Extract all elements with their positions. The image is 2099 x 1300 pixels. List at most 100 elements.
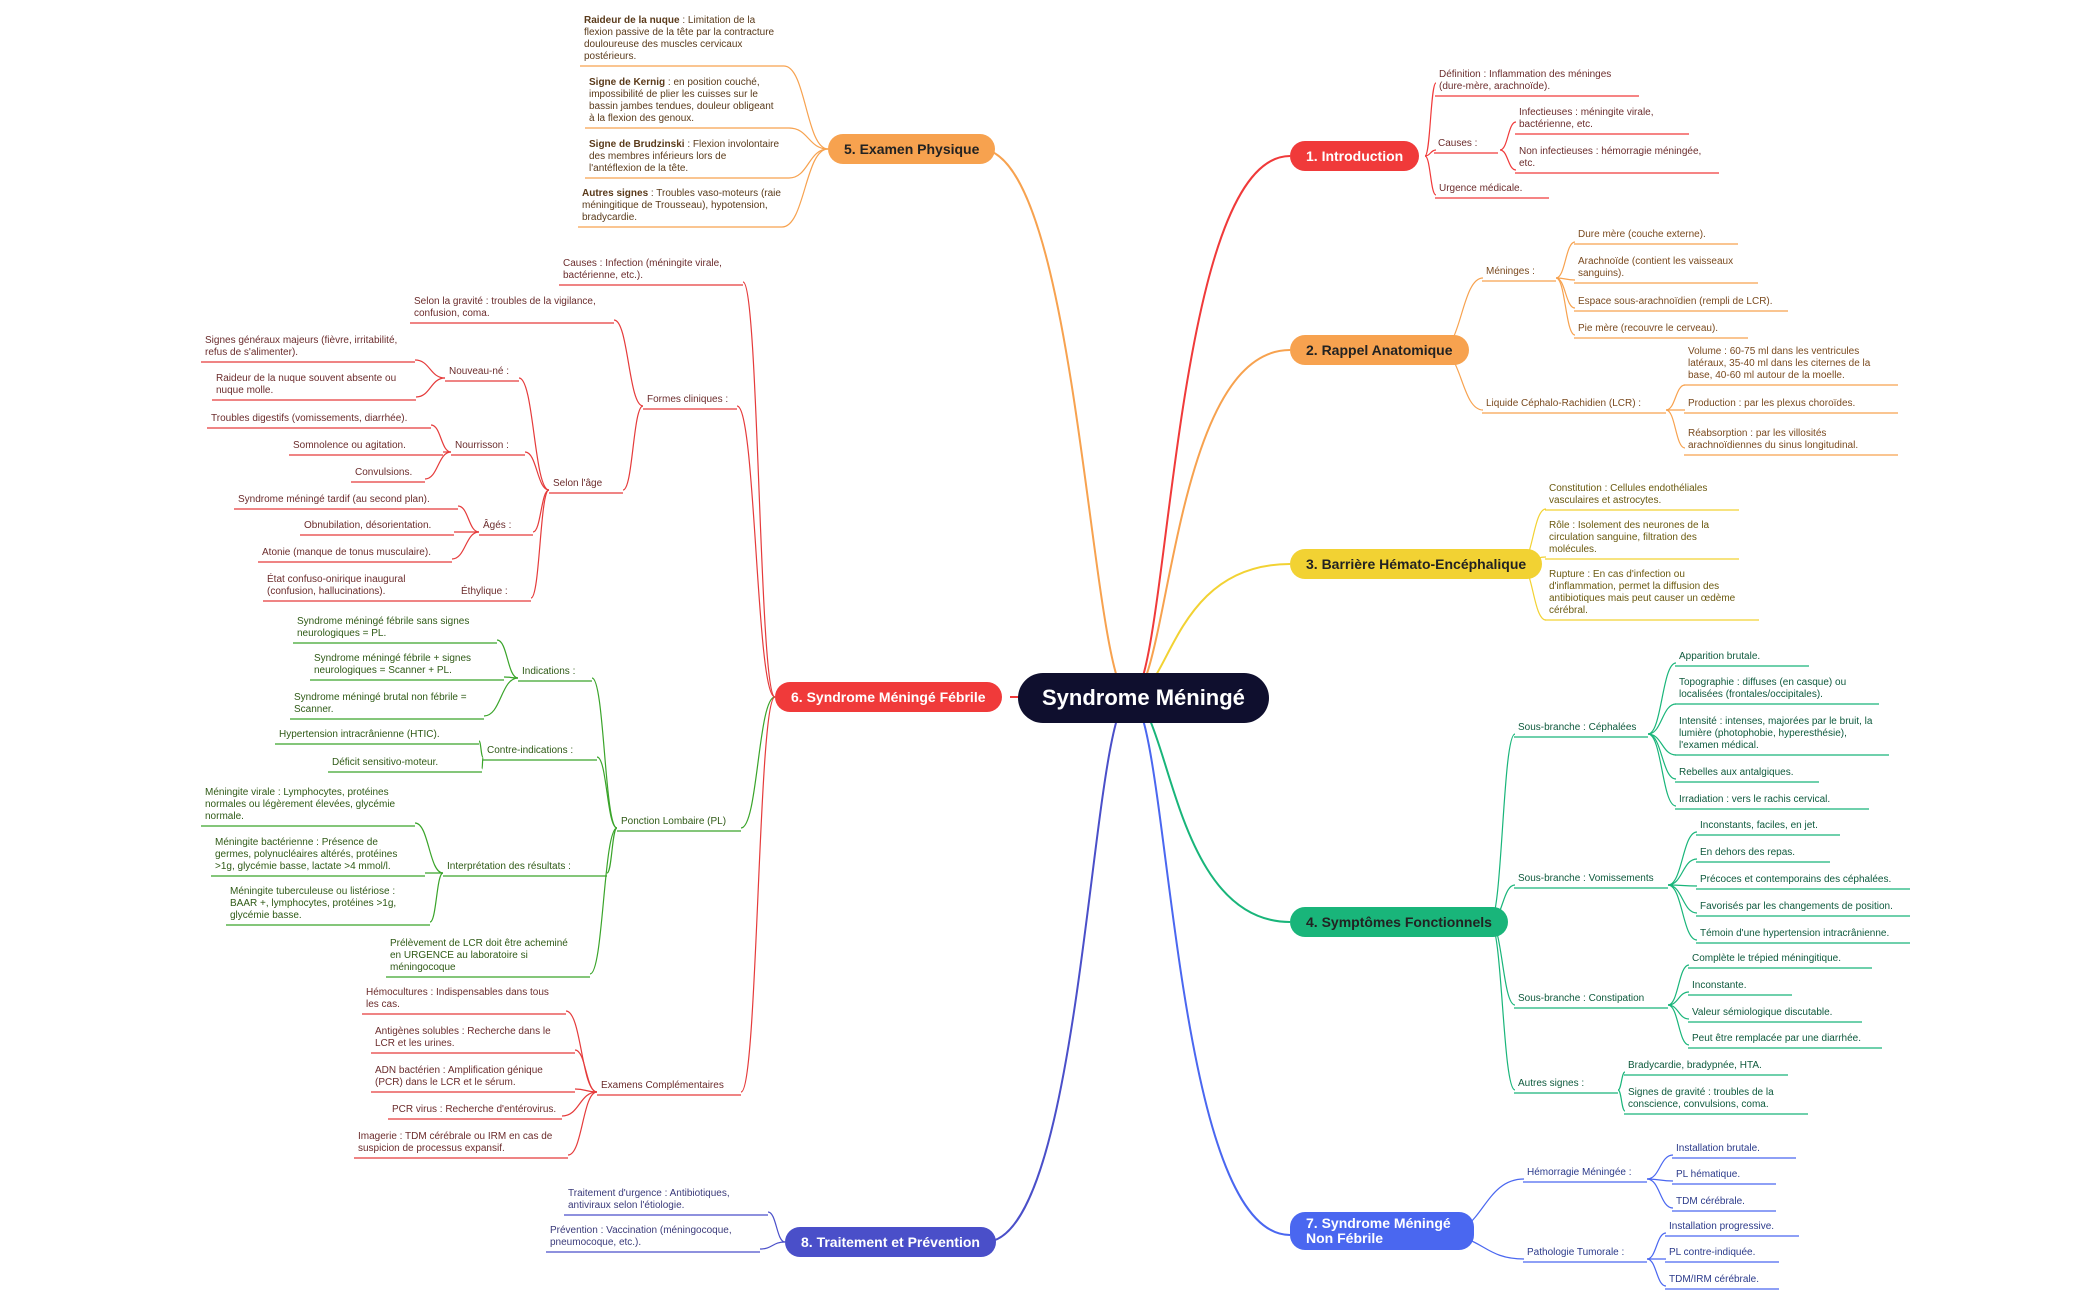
node-b6-e4[interactable]: PCR virus : Recherche d'entérovirus.	[392, 1104, 557, 1115]
node-b6-age[interactable]: Selon l'âge	[553, 478, 603, 489]
node-b6-ci1[interactable]: Hypertension intracrânienne (HTIC).	[279, 729, 440, 740]
node-b5-brud[interactable]: Signe de Brudzinski : Flexion involontai…	[589, 139, 789, 175]
node-b2-espace[interactable]: Espace sous-arachnoïdien (rempli de LCR)…	[1578, 296, 1773, 307]
node-b1-noninf[interactable]: Non infectieuses : hémorragie méningée, …	[1519, 146, 1702, 169]
branch-syndrome-meninge-febrile[interactable]: 6. Syndrome Méningé Fébrile	[775, 682, 1002, 712]
node-b6-ag2[interactable]: Obnubilation, désorientation.	[304, 520, 432, 531]
node-b6-exam[interactable]: Examens Complémentaires	[601, 1080, 724, 1091]
node-b7-h1[interactable]: Installation brutale.	[1676, 1143, 1760, 1154]
node-b6-i2[interactable]: Syndrome méningé fébrile + signes neurol…	[314, 653, 472, 676]
node-b3-rupt[interactable]: Rupture : En cas d'infection ou d'inflam…	[1549, 569, 1736, 616]
node-b6-i1[interactable]: Syndrome méningé fébrile sans signes neu…	[297, 616, 470, 639]
node-b6-nn[interactable]: Nouveau-né :	[449, 366, 510, 377]
branch-syndrome-meninge-non-febrile[interactable]: 7. Syndrome Méningé Non Fébrile	[1290, 1212, 1474, 1250]
node-b7-t2[interactable]: PL contre-indiquée.	[1669, 1247, 1756, 1258]
node-b6-e5[interactable]: Imagerie : TDM cérébrale ou IRM en cas d…	[358, 1131, 553, 1154]
node-b4-k4[interactable]: Peut être remplacée par une diarrhée.	[1692, 1033, 1861, 1044]
node-b2-arach[interactable]: Arachnoïde (contient les vaisseaux sangu…	[1578, 256, 1734, 279]
node-b4-v2[interactable]: En dehors des repas.	[1700, 847, 1796, 858]
node-b2-lcr[interactable]: Liquide Céphalo-Rachidien (LCR) :	[1486, 398, 1642, 409]
node-b6-eth[interactable]: Éthylique :	[461, 586, 508, 597]
node-b4-v5[interactable]: Témoin d'une hypertension intracrânienne…	[1700, 928, 1890, 939]
node-b4-c2[interactable]: Topographie : diffuses (en casque) ou lo…	[1679, 677, 1847, 700]
node-b5-autres[interactable]: Autres signes : Troubles vaso-moteurs (r…	[582, 188, 782, 224]
node-b6-e1[interactable]: Hémocultures : Indispensables dans tous …	[366, 987, 549, 1010]
node-b1-def[interactable]: Définition : Inflammation des méninges (…	[1439, 69, 1612, 92]
node-b4-a1[interactable]: Bradycardie, bradypnée, HTA.	[1628, 1060, 1762, 1071]
node-b2-vol[interactable]: Volume : 60-75 ml dans les ventricules l…	[1688, 346, 1871, 381]
branch-examen-physique[interactable]: 5. Examen Physique	[828, 134, 996, 164]
connector	[530, 489, 550, 599]
node-b6-grav[interactable]: Selon la gravité : troubles de la vigila…	[414, 296, 596, 319]
root-node[interactable]: Syndrome Méningé	[1018, 673, 1269, 723]
node-b6-ci[interactable]: Contre-indications :	[487, 745, 574, 756]
node-b1-causes[interactable]: Causes :	[1438, 138, 1478, 149]
node-b7-h3[interactable]: TDM cérébrale.	[1676, 1196, 1745, 1207]
node-b4-autres[interactable]: Autres signes :	[1518, 1078, 1585, 1089]
connector	[1555, 277, 1576, 336]
node-b2-prod[interactable]: Production : par les plexus choroïdes.	[1688, 398, 1856, 409]
node-b5-kern[interactable]: Signe de Kernig : en position couché, im…	[589, 77, 789, 125]
node-b5-raid[interactable]: Raideur de la nuque : Limitation de la f…	[584, 15, 784, 63]
node-b4-k3[interactable]: Valeur sémiologique discutable.	[1692, 1007, 1833, 1018]
node-b8-trait[interactable]: Traitement d'urgence : Antibiotiques, an…	[568, 1188, 730, 1211]
node-b4-c5[interactable]: Irradiation : vers le rachis cervical.	[1679, 794, 1831, 805]
node-b4-ceph[interactable]: Sous-branche : Céphalées	[1518, 722, 1637, 733]
node-b6-ci2[interactable]: Déficit sensitivo-moteur.	[332, 757, 439, 768]
node-b4-k1[interactable]: Complète le trépied méningitique.	[1692, 953, 1841, 964]
node-b6-ag1[interactable]: Syndrome méningé tardif (au second plan)…	[238, 494, 430, 505]
node-b3-role[interactable]: Rôle : Isolement des neurones de la circ…	[1549, 520, 1710, 555]
node-b4-c3[interactable]: Intensité : intenses, majorées par le br…	[1679, 716, 1873, 751]
node-b6-prel[interactable]: Prélèvement de LCR doit être acheminé en…	[390, 938, 568, 973]
node-b7-hem[interactable]: Hémorragie Méningée :	[1527, 1167, 1632, 1178]
node-b2-pie[interactable]: Pie mère (recouvre le cerveau).	[1578, 323, 1719, 334]
node-b4-const[interactable]: Sous-branche : Constipation	[1518, 993, 1645, 1004]
node-b6-nn1[interactable]: Signes généraux majeurs (fièvre, irritab…	[205, 335, 398, 358]
node-b6-causes[interactable]: Causes : Infection (méningite virale, ba…	[563, 258, 722, 281]
node-b6-e2[interactable]: Antigènes solubles : Recherche dans le L…	[375, 1026, 551, 1049]
node-b4-c4[interactable]: Rebelles aux antalgiques.	[1679, 767, 1794, 778]
node-b3-const[interactable]: Constitution : Cellules endothéliales va…	[1549, 483, 1708, 506]
branch-traitement-prevention[interactable]: 8. Traitement et Prévention	[785, 1227, 996, 1257]
node-b4-v4[interactable]: Favorisés par les changements de positio…	[1700, 901, 1893, 912]
node-b4-vom[interactable]: Sous-branche : Vomissements	[1518, 873, 1654, 884]
node-b6-r1[interactable]: Méningite virale : Lymphocytes, protéine…	[205, 787, 396, 822]
node-b7-h2[interactable]: PL hématique.	[1676, 1169, 1741, 1180]
node-b4-a2[interactable]: Signes de gravité : troubles de la consc…	[1628, 1087, 1774, 1110]
node-b1-inf[interactable]: Infectieuses : méningite virale, bactéri…	[1519, 107, 1654, 130]
node-b8-prev[interactable]: Prévention : Vaccination (méningocoque, …	[550, 1225, 732, 1248]
node-b7-t1[interactable]: Installation progressive.	[1669, 1221, 1775, 1232]
node-b6-r3[interactable]: Méningite tuberculeuse ou listériose : B…	[230, 886, 397, 921]
node-b7-t3[interactable]: TDM/IRM cérébrale.	[1669, 1274, 1760, 1285]
node-b6-nour[interactable]: Nourrisson :	[455, 440, 509, 451]
branch-symptomes-fonctionnels[interactable]: 4. Symptômes Fonctionnels	[1290, 907, 1508, 937]
node-b2-reab[interactable]: Réabsorption : par les villosités arachn…	[1688, 428, 1859, 451]
node-b6-interp[interactable]: Interprétation des résultats :	[447, 861, 571, 872]
node-b6-nr2[interactable]: Somnolence ou agitation.	[293, 440, 406, 451]
node-b6-formes[interactable]: Formes cliniques :	[647, 394, 729, 405]
node-b6-r2[interactable]: Méningite bactérienne : Présence de germ…	[215, 837, 398, 872]
node-b2-dure[interactable]: Dure mère (couche externe).	[1578, 229, 1706, 240]
node-b6-i3[interactable]: Syndrome méningé brutal non fébrile = Sc…	[294, 692, 467, 715]
node-b6-ind[interactable]: Indications :	[522, 666, 576, 677]
branch-barriere-hemato-encephalique[interactable]: 3. Barrière Hémato-Encéphalique	[1290, 549, 1543, 579]
node-b6-nr3[interactable]: Convulsions.	[355, 467, 413, 478]
node-b1-urg[interactable]: Urgence médicale.	[1439, 183, 1523, 194]
node-b2-men[interactable]: Méninges :	[1486, 266, 1535, 277]
node-b4-v1[interactable]: Inconstants, faciles, en jet.	[1700, 820, 1818, 831]
node-b6-pl[interactable]: Ponction Lombaire (PL)	[621, 816, 727, 827]
node-b6-ag3[interactable]: Atonie (manque de tonus musculaire).	[262, 547, 431, 558]
connector	[1667, 884, 1698, 914]
connector	[767, 1211, 786, 1243]
node-b7-tum[interactable]: Pathologie Tumorale :	[1527, 1247, 1625, 1258]
node-b4-c1[interactable]: Apparition brutale.	[1679, 651, 1761, 662]
node-b4-v3[interactable]: Précoces et contemporains des céphalées.	[1700, 874, 1892, 885]
node-b6-nn2[interactable]: Raideur de la nuque souvent absente ou n…	[216, 373, 397, 396]
node-b6-nr1[interactable]: Troubles digestifs (vomissements, diarrh…	[211, 413, 408, 424]
branch-rappel-anatomique[interactable]: 2. Rappel Anatomique	[1290, 335, 1469, 365]
node-b4-k2[interactable]: Inconstante.	[1692, 980, 1747, 991]
node-b6-et1[interactable]: État confuso-onirique inaugural (confusi…	[267, 574, 406, 597]
node-b6-e3[interactable]: ADN bactérien : Amplification génique (P…	[375, 1065, 543, 1088]
node-b6-ages[interactable]: Âgés :	[483, 520, 512, 531]
branch-introduction[interactable]: 1. Introduction	[1290, 141, 1420, 171]
